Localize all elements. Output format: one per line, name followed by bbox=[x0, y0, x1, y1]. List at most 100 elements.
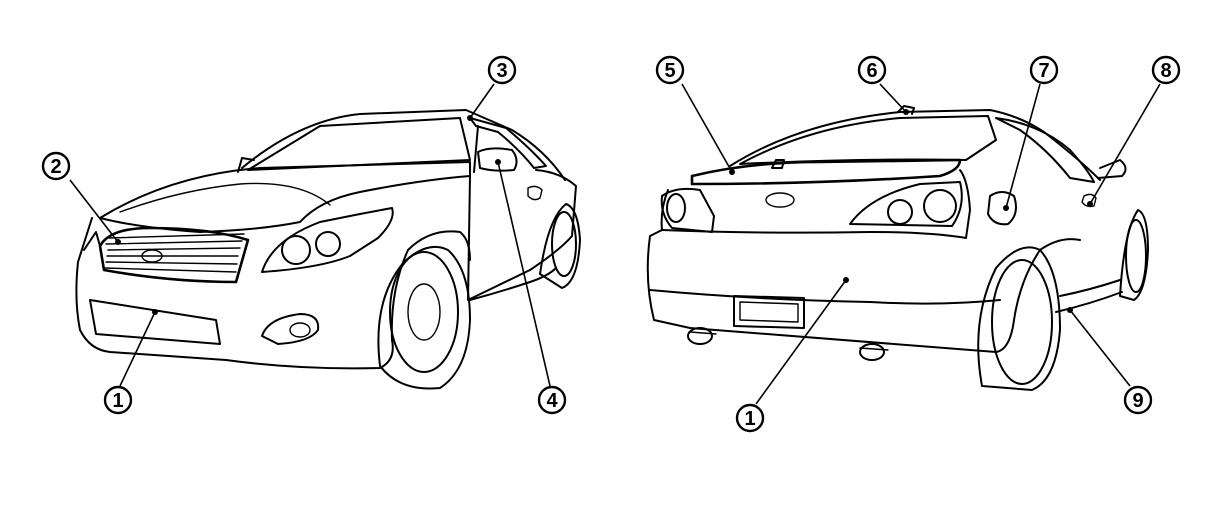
rear-wheel-near-rim bbox=[991, 259, 1053, 385]
callout-rear-5: 5 bbox=[655, 55, 685, 85]
leader-front-4-dot bbox=[495, 159, 501, 165]
rear-taillight-right-lens-outer bbox=[923, 189, 957, 223]
leader-rear-6-dot bbox=[903, 109, 909, 115]
leader-front-3 bbox=[469, 83, 495, 119]
rear-brake-light bbox=[771, 159, 785, 169]
front-emblem bbox=[141, 249, 163, 263]
leader-rear-8 bbox=[1089, 83, 1161, 205]
rear-side-sill-lower bbox=[1055, 291, 1123, 313]
front-door bbox=[467, 169, 577, 301]
rear-side-sill bbox=[1059, 279, 1121, 297]
rear-trunk-line bbox=[661, 169, 971, 239]
rear-side-window bbox=[995, 117, 1095, 183]
front-grille bbox=[98, 226, 250, 284]
front-mirror-left bbox=[237, 157, 255, 173]
front-body-outline bbox=[75, 217, 471, 370]
leader-rear-5 bbox=[681, 83, 733, 173]
front-view-car bbox=[75, 109, 581, 390]
rear-wheel-near bbox=[977, 246, 1061, 391]
leader-lines bbox=[69, 83, 1161, 405]
rear-license-plate bbox=[733, 295, 805, 329]
rear-window bbox=[739, 115, 997, 165]
callout-rear-9: 9 bbox=[1123, 385, 1153, 415]
rear-wheel-far bbox=[1119, 209, 1149, 301]
rear-wheel-far-rim bbox=[1125, 219, 1147, 293]
callout-rear-8-label: 8 bbox=[1160, 60, 1171, 82]
front-side-window bbox=[469, 117, 547, 169]
leader-rear-5-dot bbox=[729, 169, 735, 175]
leader-front-2 bbox=[69, 179, 119, 243]
leader-rear-6 bbox=[879, 83, 907, 113]
front-grille-bars bbox=[104, 233, 245, 273]
leader-front-3-dot bbox=[467, 115, 473, 121]
rear-fuel-filler-door bbox=[987, 191, 1017, 226]
callout-rear-6: 6 bbox=[857, 55, 887, 85]
front-sill bbox=[469, 267, 557, 301]
rear-taillight-left-lens bbox=[666, 193, 686, 223]
front-fog-lamp bbox=[261, 313, 320, 345]
leader-rear-9 bbox=[1069, 309, 1131, 387]
callout-rear-8: 8 bbox=[1151, 55, 1181, 85]
callout-front-2: 2 bbox=[41, 151, 71, 181]
leader-front-2-dot bbox=[115, 239, 121, 245]
rear-taillight-right-lens-inner bbox=[887, 199, 913, 225]
rear-exhaust-left bbox=[687, 327, 713, 345]
front-headlight-left bbox=[83, 231, 101, 251]
rear-exhaust-tips bbox=[689, 331, 889, 351]
rear-spoiler bbox=[690, 158, 962, 186]
callout-front-1: 1 bbox=[103, 385, 133, 415]
front-wheel-front-rim bbox=[389, 251, 459, 373]
rear-door-handle bbox=[1081, 193, 1097, 208]
callout-rear-7: 7 bbox=[1029, 55, 1059, 85]
callout-rear-7-label: 7 bbox=[1038, 60, 1049, 82]
front-headlight-lens-inner bbox=[281, 235, 311, 265]
callout-front-3-label: 3 bbox=[496, 60, 507, 82]
front-headlight-lens-outer bbox=[315, 231, 341, 257]
leader-rear-1-dot bbox=[843, 277, 849, 283]
rear-taillight-left bbox=[660, 187, 715, 233]
leader-front-1-dot bbox=[152, 309, 158, 315]
leader-front-4 bbox=[497, 161, 551, 387]
front-door-mirror bbox=[477, 147, 518, 172]
rear-door-mirror bbox=[1097, 159, 1127, 179]
callout-rear-9-label: 9 bbox=[1132, 390, 1143, 412]
leader-rear-1 bbox=[755, 279, 847, 405]
rear-emblem bbox=[765, 192, 795, 208]
front-fog-lamp-lens bbox=[289, 322, 311, 338]
callout-rear-6-label: 6 bbox=[866, 60, 877, 82]
front-wheel-rear bbox=[539, 203, 581, 289]
front-a-pillar bbox=[473, 125, 479, 173]
rear-taillight-right bbox=[849, 181, 963, 227]
front-door-handle bbox=[527, 185, 543, 201]
rear-exhaust-right bbox=[859, 343, 885, 361]
callout-front-3: 3 bbox=[487, 55, 517, 85]
callout-rear-1: 1 bbox=[735, 403, 765, 433]
front-hood-crease bbox=[119, 182, 331, 213]
rear-view-car bbox=[646, 105, 1149, 391]
front-hood bbox=[99, 161, 471, 233]
front-wheel-rear-rim bbox=[551, 211, 577, 277]
leader-rear-7 bbox=[1005, 83, 1041, 209]
callout-front-4: 4 bbox=[537, 385, 567, 415]
callout-front-4-label: 4 bbox=[546, 390, 558, 412]
callout-front-2-label: 2 bbox=[50, 156, 61, 178]
leader-rear-9-dot bbox=[1067, 307, 1073, 313]
callouts: 1 2 3 4 5 6 7 8 bbox=[41, 55, 1181, 433]
front-wheel-front-hub bbox=[407, 283, 441, 341]
leader-rear-8-dot bbox=[1087, 201, 1093, 207]
callout-rear-5-label: 5 bbox=[664, 60, 675, 82]
callout-rear-1-label: 1 bbox=[744, 408, 755, 430]
leader-rear-7-dot bbox=[1003, 205, 1009, 211]
front-wheel-front bbox=[377, 246, 471, 390]
leader-front-1 bbox=[119, 311, 156, 387]
rear-roofline bbox=[729, 109, 1101, 181]
rear-bumper-crease bbox=[649, 289, 1001, 305]
rear-license-plate-inner bbox=[739, 301, 799, 323]
front-headlight-right bbox=[261, 207, 394, 273]
front-lower-intake bbox=[89, 299, 221, 345]
front-roofline bbox=[241, 109, 566, 181]
callout-front-1-label: 1 bbox=[112, 390, 123, 412]
rear-antenna-base bbox=[897, 105, 915, 115]
